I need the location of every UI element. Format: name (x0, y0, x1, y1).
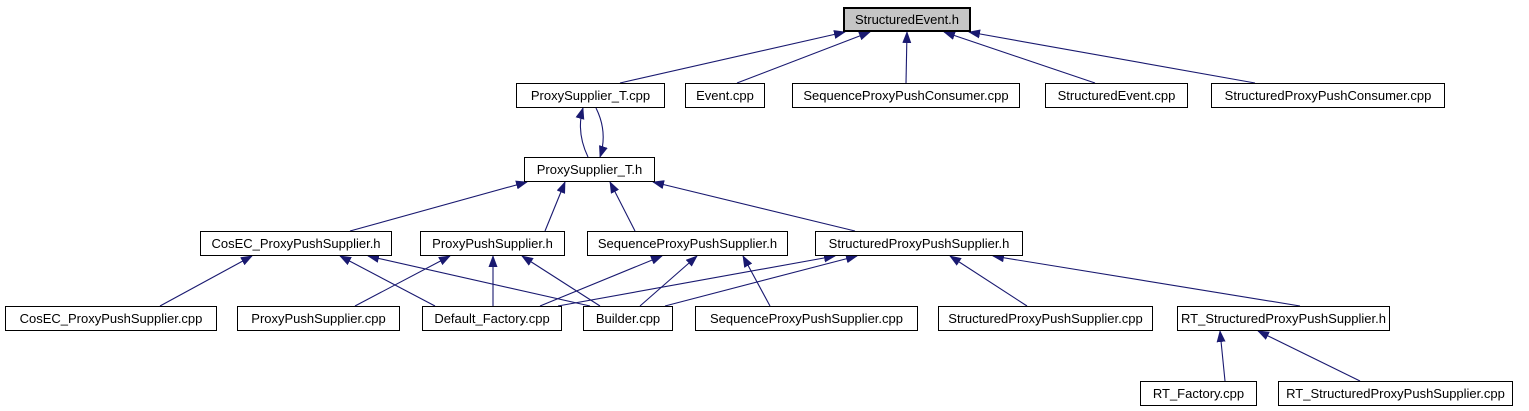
graph-node-label: ProxySupplier_T.cpp (530, 88, 651, 103)
include-edge-strps_h-to-pst_h (652, 180, 856, 232)
include-edge-rt_h-to-strps_h (992, 253, 1301, 307)
include-edge-seqps_cpp-to-seqps_h (742, 255, 771, 307)
graph-node-pst_h[interactable]: ProxySupplier_T.h (524, 157, 655, 182)
graph-node-event_cpp[interactable]: Event.cpp (685, 83, 765, 108)
include-edge-rt_cpp-to-rt_h (1257, 330, 1361, 382)
include-edge-event_cpp-to-se_h (736, 31, 871, 84)
include-edge-cosec_h-to-pst_h (349, 180, 528, 232)
include-edge-sppcons_cpp-to-se_h (968, 29, 1256, 84)
include-edge-df_cpp-to-cosec_h (339, 255, 436, 307)
include-edge-cosec_cpp-to-cosec_h (159, 255, 253, 307)
graph-node-label: StructuredProxyPushSupplier.cpp (948, 311, 1143, 326)
graph-node-label: StructuredEvent.h (854, 12, 960, 27)
graph-node-pst_cpp[interactable]: ProxySupplier_T.cpp (516, 83, 665, 108)
graph-node-label: SequenceProxyPushConsumer.cpp (803, 88, 1009, 103)
include-edge-pst_h-to-pst_cpp (575, 107, 589, 158)
graph-node-label: SequenceProxyPushSupplier.h (597, 236, 778, 251)
graph-node-strps_cpp[interactable]: StructuredProxyPushSupplier.cpp (938, 306, 1153, 331)
graph-node-cosec_cpp[interactable]: CosEC_ProxyPushSupplier.cpp (5, 306, 217, 331)
include-edge-builder_cpp-to-strps_h (664, 254, 858, 307)
graph-node-label: CosEC_ProxyPushSupplier.h (211, 236, 381, 251)
graph-node-label: Default_Factory.cpp (434, 311, 550, 326)
graph-node-label: ProxySupplier_T.h (536, 162, 643, 177)
graph-node-label: Event.cpp (696, 88, 754, 103)
graph-node-label: StructuredProxyPushConsumer.cpp (1224, 88, 1432, 103)
graph-node-label: RT_Factory.cpp (1152, 386, 1245, 401)
graph-node-df_cpp[interactable]: Default_Factory.cpp (422, 306, 562, 331)
include-edge-pst_cpp-to-pst_h (595, 107, 608, 158)
include-edge-builder_cpp-to-pps_h (521, 255, 601, 307)
include-edge-rtf_cpp-to-rt_h (1216, 330, 1226, 382)
include-edge-seqps_h-to-pst_h (609, 181, 636, 232)
include-edge-pst_cpp-to-se_h (619, 30, 846, 84)
graph-node-sppc_cpp[interactable]: SequenceProxyPushConsumer.cpp (792, 83, 1020, 108)
graph-node-strps_h[interactable]: StructuredProxyPushSupplier.h (815, 231, 1023, 256)
graph-node-label: RT_StructuredProxyPushSupplier.cpp (1286, 386, 1505, 401)
graph-node-label: CosEC_ProxyPushSupplier.cpp (19, 311, 203, 326)
include-edge-builder_cpp-to-cosec_h (367, 254, 591, 307)
graph-node-seqps_cpp[interactable]: SequenceProxyPushSupplier.cpp (695, 306, 918, 331)
graph-node-rt_h[interactable]: RT_StructuredProxyPushSupplier.h (1177, 306, 1390, 331)
graph-node-label: ProxyPushSupplier.h (432, 236, 553, 251)
graph-node-label: SequenceProxyPushSupplier.cpp (710, 311, 903, 326)
include-edge-pps_h-to-pst_h (544, 181, 566, 232)
graph-node-label: ProxyPushSupplier.cpp (251, 311, 386, 326)
graph-node-sppcons_cpp[interactable]: StructuredProxyPushConsumer.cpp (1211, 83, 1445, 108)
include-edge-strps_cpp-to-strps_h (949, 255, 1028, 307)
graph-node-rt_cpp[interactable]: RT_StructuredProxyPushSupplier.cpp (1278, 381, 1513, 406)
graph-node-se_cpp[interactable]: StructuredEvent.cpp (1045, 83, 1188, 108)
graph-node-pps_h[interactable]: ProxyPushSupplier.h (420, 231, 565, 256)
graph-node-cosec_h[interactable]: CosEC_ProxyPushSupplier.h (200, 231, 392, 256)
include-edge-df_cpp-to-seqps_h (539, 255, 663, 307)
include-edge-df_cpp-to-strps_h (557, 253, 836, 307)
graph-node-label: RT_StructuredProxyPushSupplier.h (1181, 311, 1386, 326)
graph-node-se_h: StructuredEvent.h (843, 7, 971, 32)
graph-node-label: StructuredEvent.cpp (1057, 88, 1176, 103)
graph-node-label: Builder.cpp (595, 311, 661, 326)
include-edge-sppc_cpp-to-se_h (902, 31, 912, 84)
include-edge-pps_cpp-to-pps_h (354, 255, 451, 307)
graph-node-rtf_cpp[interactable]: RT_Factory.cpp (1140, 381, 1257, 406)
graph-node-seqps_h[interactable]: SequenceProxyPushSupplier.h (587, 231, 788, 256)
graph-node-label: StructuredProxyPushSupplier.h (828, 236, 1010, 251)
graph-node-builder_cpp[interactable]: Builder.cpp (583, 306, 673, 331)
include-edge-builder_cpp-to-seqps_h (639, 255, 698, 307)
graph-node-pps_cpp[interactable]: ProxyPushSupplier.cpp (237, 306, 400, 331)
include-edge-se_cpp-to-se_h (943, 31, 1096, 84)
